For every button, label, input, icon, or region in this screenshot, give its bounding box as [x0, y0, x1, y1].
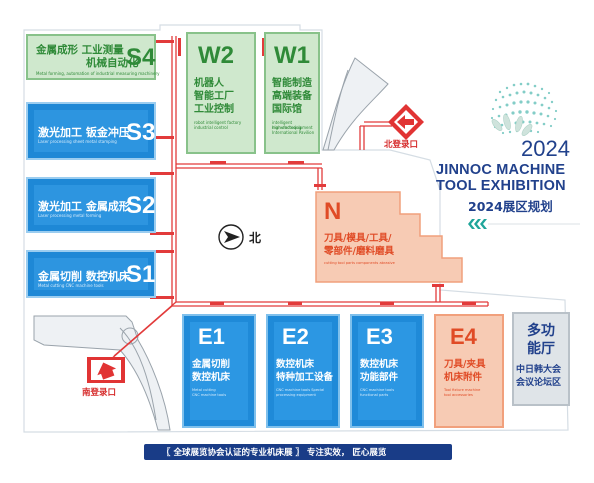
hall-E3[interactable]: E3 数控机床 功能部件 CNC machine tools functiona…	[350, 314, 424, 428]
hall-W1-label-2: 高端装备	[272, 91, 312, 102]
compass-label: 北	[249, 231, 262, 245]
chevron-decoration	[468, 219, 487, 229]
hall-W1-en-2: high-end equipment	[272, 125, 313, 130]
hall-N[interactable]: N 刀具/模具/工具/ 零部件/磨料磨具 cutting tool parts …	[316, 192, 462, 282]
hall-E2-label-2: 特种加工设备	[276, 372, 334, 383]
hall-E4-label-1: 刀具/夹具	[444, 359, 486, 370]
hall-S4-label-en: Metal forming, automation of industrial …	[36, 71, 160, 76]
south-gate-structure	[33, 315, 171, 431]
brand-title-line-1: JINNOC MACHINE	[436, 162, 566, 178]
corridor-gate-markers	[150, 38, 476, 305]
south-gate-curve	[119, 327, 157, 421]
north-entrance-icon[interactable]	[386, 102, 426, 142]
brand-title-line-2: TOOL EXHIBITION	[436, 178, 566, 194]
hall-E4[interactable]: E4 刀具/夹具 机床附件 Tool fixture machine tool …	[434, 314, 504, 428]
corridor-network	[109, 36, 489, 361]
south-entrance-label[interactable]: 南登录口	[82, 388, 117, 398]
hall-S4-code: S4	[126, 44, 156, 71]
hall-S1[interactable]: 金属切削 数控机床 Metal cutting CNC machine tool…	[26, 250, 156, 298]
multi-sub-2: 会议论坛区	[516, 378, 562, 388]
hall-E2[interactable]: E2 数控机床 特种加工设备 CNC machine tools Special…	[266, 314, 340, 428]
hall-E3-en-2: functional parts	[360, 393, 389, 397]
hall-S1-label: 金属切削 数控机床	[38, 270, 130, 283]
hall-multifunction[interactable]: 多功 能厅 中日韩大会 会议论坛区	[512, 312, 570, 406]
north-entrance-label[interactable]: 北登录口	[384, 140, 419, 150]
hall-E4-en-1: Tool fixture machine	[444, 388, 481, 392]
hall-S2-label-en: Laser processing metal forming	[38, 213, 102, 218]
hall-E1-label-1: 金属切削	[192, 359, 231, 370]
hall-E2-en-1: CNC machine tools Special	[276, 388, 325, 392]
hall-S3-code: S3	[126, 119, 156, 146]
hall-E2-en-2: processing equipment	[276, 393, 316, 397]
hall-S2-code: S2	[126, 192, 156, 219]
hall-E1-en-1: Metal cutting	[192, 388, 216, 392]
north-arrow-icon	[218, 224, 244, 250]
hall-E4-code: E4	[450, 324, 477, 349]
hall-S2-label: 激光加工 金属成形	[38, 200, 130, 213]
hall-E3-en-1: CNC machine tools	[360, 388, 395, 392]
hall-E2-code: E2	[282, 324, 309, 349]
multi-sub-1: 中日韩大会	[516, 365, 562, 375]
south-entrance-icon[interactable]	[86, 356, 126, 384]
hall-S4-label-2: 机械自动化	[86, 57, 139, 69]
hall-S3-label-en: Laser processing sheet metal stamping	[38, 139, 117, 144]
hall-W2-en-1: robot intelligent factory	[194, 120, 242, 125]
multi-title-2: 能厅	[527, 341, 555, 357]
hall-W1-code: W1	[274, 42, 310, 69]
hall-N-label-2: 零部件/磨料磨具	[324, 246, 394, 257]
leaf-decoration	[491, 113, 533, 136]
slogan-text: 〖 全球展览协会认证的专业机床展 〗 专注实效， 匠心展览	[162, 448, 387, 458]
hall-S1-label-en: Metal cutting CNC machine tools	[38, 283, 104, 288]
hall-N-shape	[315, 191, 463, 283]
hall-W1[interactable]: W1 智能制造 高端装备 国际馆 intelligent manufacturi…	[264, 32, 320, 154]
hall-W1-en-1: intelligent manufacturing	[272, 120, 302, 130]
hall-W2-label-2: 智能工厂	[194, 91, 234, 102]
hall-W2-label-3: 工业控制	[194, 104, 234, 115]
hall-W1-label-1: 智能制造	[272, 78, 312, 89]
hall-E3-label-2: 功能部件	[360, 372, 399, 383]
hall-E2-label-1: 数控机床	[276, 359, 315, 370]
north-gate-curve	[327, 69, 349, 151]
slogan-bar	[144, 444, 452, 460]
hall-E3-code: E3	[366, 324, 393, 349]
hall-W2[interactable]: W2 机器人 智能工厂 工业控制 robot intelligent facto…	[186, 32, 256, 154]
hall-E1[interactable]: E1 金属切削 数控机床 Metal cutting CNC machine t…	[182, 314, 256, 428]
hall-W2-code: W2	[198, 42, 234, 69]
hall-N-label-1: 刀具/模具/工具/	[324, 233, 392, 244]
multi-title-1: 多功	[527, 323, 555, 339]
hall-S4-label-1: 金属成形 工业测量	[36, 44, 124, 56]
hall-E4-en-2: tool accessories	[444, 393, 473, 397]
hall-W1-en-3: International Pavilion	[272, 130, 315, 135]
north-gate-structure	[322, 57, 389, 151]
hall-N-code: N	[324, 198, 342, 225]
hall-S1-code: S1	[126, 261, 156, 288]
hall-E1-en-2: CNC machine tools	[192, 393, 227, 397]
hall-W1-label-3: 国际馆	[272, 104, 302, 115]
hall-E4-label-2: 机床附件	[444, 372, 483, 383]
plan-title: 2024展区规划	[468, 199, 553, 214]
hall-W2-en-2: industrial control	[194, 125, 228, 130]
hall-E1-label-2: 数控机床	[192, 372, 231, 383]
hall-N-label-en: cutting tool parts components abrasive	[324, 261, 395, 265]
building-outline	[23, 24, 569, 433]
hall-S3[interactable]: 激光加工 钣金冲压 Laser processing sheet metal s…	[26, 102, 156, 160]
hall-W2-label-1: 机器人	[194, 78, 224, 89]
brand-year: 2024	[521, 136, 570, 161]
hall-E3-label-1: 数控机床	[360, 359, 399, 370]
hall-E1-code: E1	[198, 324, 225, 349]
hall-S3-label: 激光加工 钣金冲压	[38, 126, 130, 139]
hall-S2[interactable]: 激光加工 金属成形 Laser processing metal forming…	[26, 177, 156, 233]
hall-S4[interactable]: 金属成形 工业测量 机械自动化 Metal forming, automatio…	[26, 34, 160, 80]
